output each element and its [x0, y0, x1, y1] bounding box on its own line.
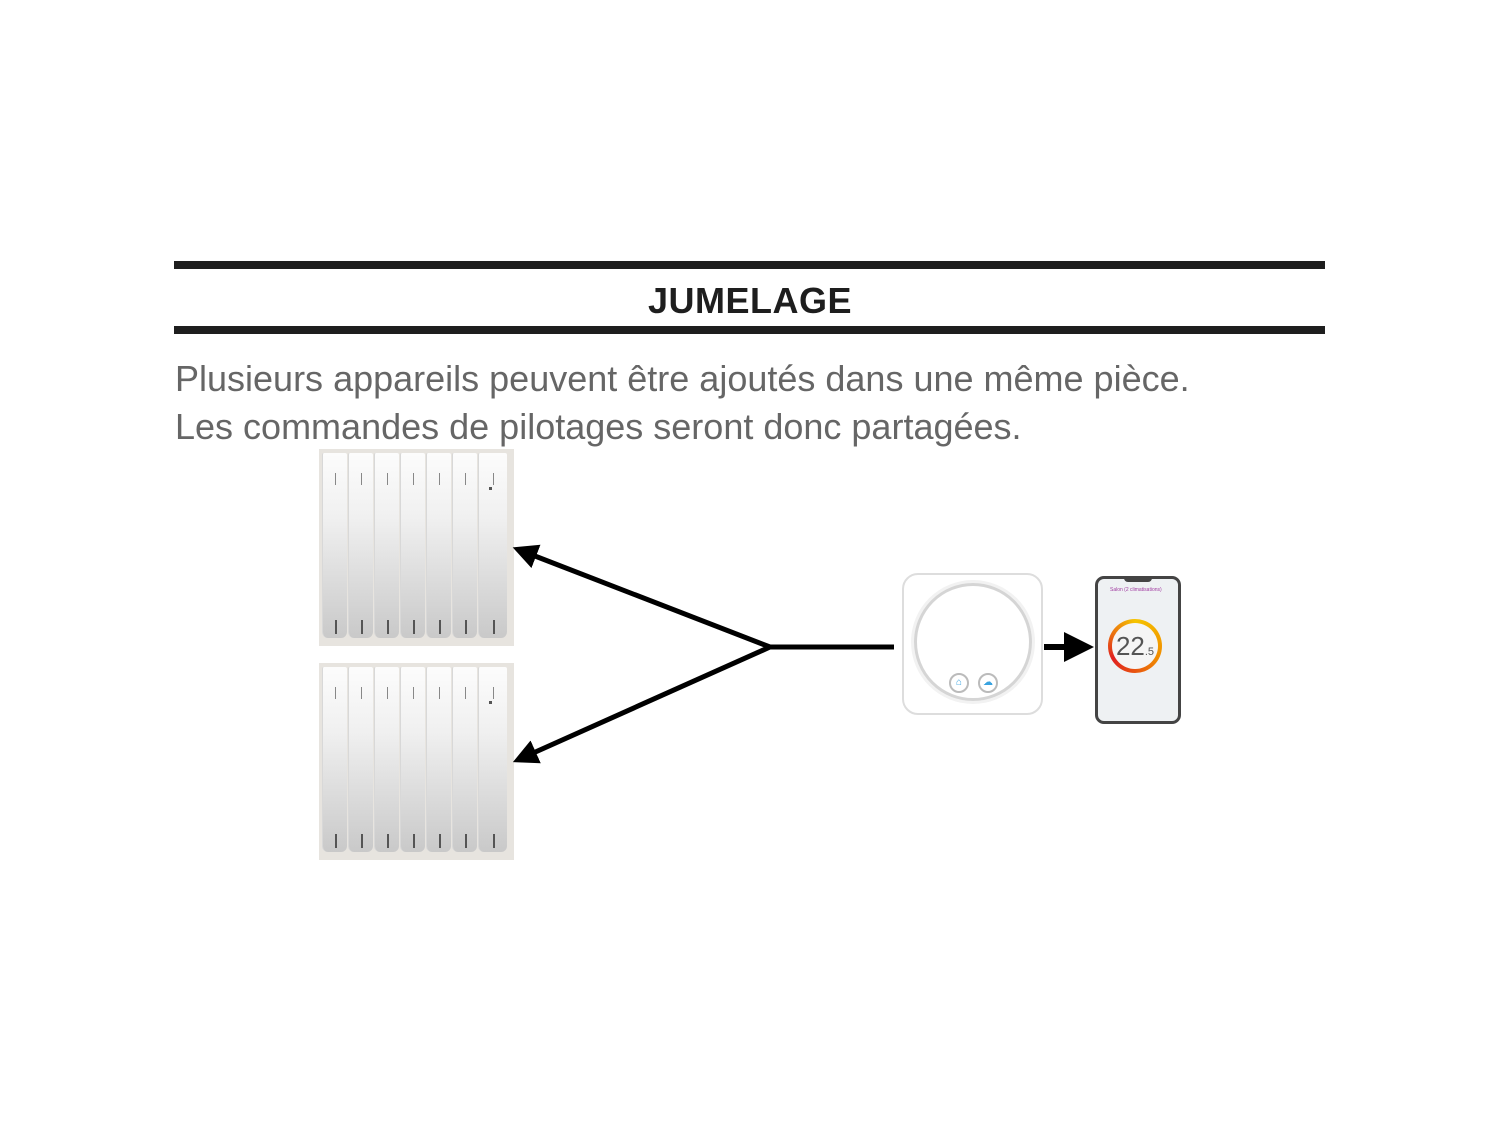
smartphone: Salon (2 climatisations) 22.5 [1095, 576, 1181, 724]
radiator-1 [319, 449, 514, 646]
description-line-2: Les commandes de pilotages seront donc p… [175, 406, 1022, 447]
cloud-icon: ☁ [978, 673, 998, 693]
description-line-1: Plusieurs appareils peuvent être ajoutés… [175, 358, 1190, 399]
gateway-device: ⌂ ☁ [902, 573, 1043, 715]
section-title: JUMELAGE [647, 280, 853, 321]
temp-int: 22 [1115, 631, 1145, 661]
temperature-gauge: 22.5 [1108, 619, 1162, 673]
home-icon: ⌂ [949, 673, 969, 693]
gateway-ring [914, 583, 1032, 701]
temp-dec: .5 [1144, 646, 1155, 658]
arrow-to-radiator-1 [512, 544, 771, 650]
phone-room-title: Salon (2 climatisations) [1110, 587, 1162, 593]
radiator-2 [319, 663, 514, 860]
top-rule [174, 261, 1325, 269]
bottom-rule [174, 326, 1325, 334]
arrow-to-radiator-2 [512, 644, 772, 764]
